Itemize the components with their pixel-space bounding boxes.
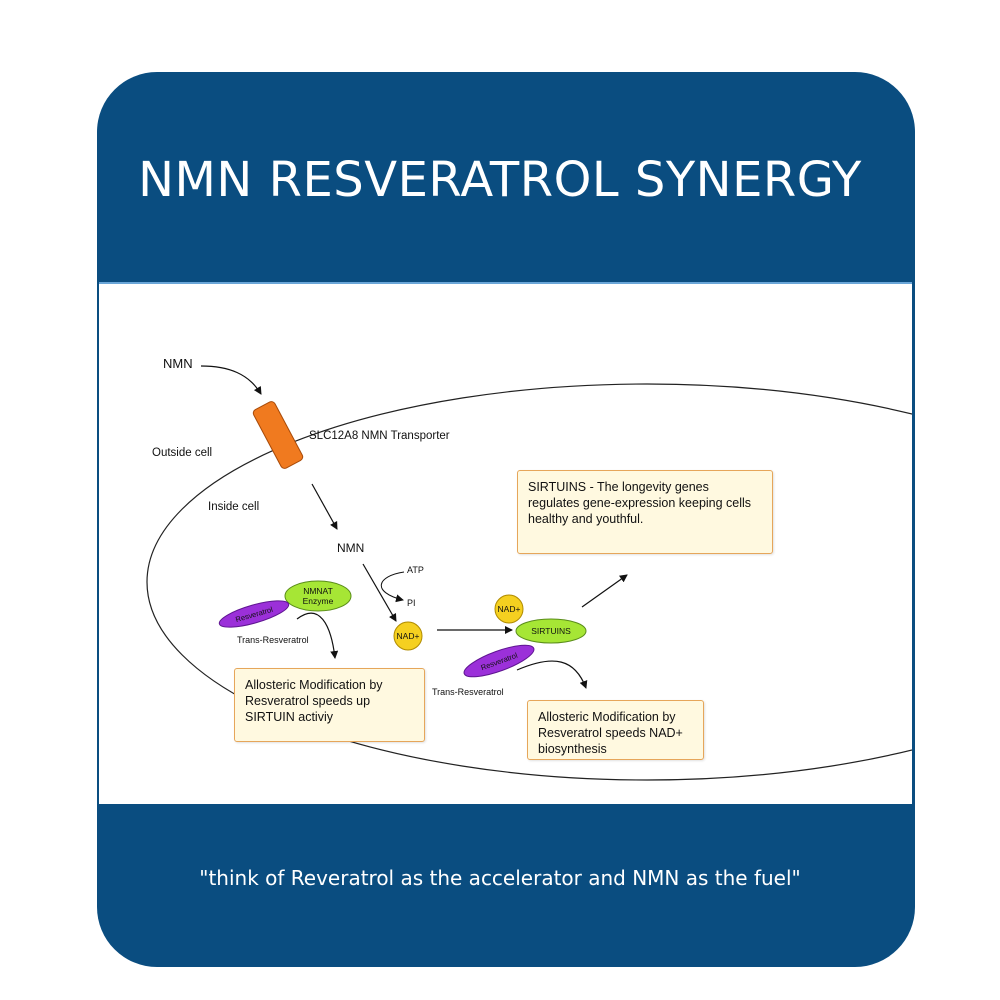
pi-label: PI xyxy=(407,598,416,608)
transporter-label: SLC12A8 NMN Transporter xyxy=(309,430,450,442)
allosteric-nad-box: Allosteric Modification by Resveratrol s… xyxy=(527,700,704,760)
allosteric-sirtuin-box: Allosteric Modification by Resveratrol s… xyxy=(234,668,425,742)
arrow-resveratrol-right xyxy=(516,660,588,689)
nmnat-enzyme xyxy=(284,580,352,612)
page-title: NMN RESVERATROL SYNERGY xyxy=(138,152,862,208)
trans-resveratrol-right: Trans-Resveratrol xyxy=(432,687,504,697)
nad-center xyxy=(393,621,423,651)
nmn-inside-label: NMN xyxy=(337,541,364,555)
nmnat-enzyme-line2: Enzyme xyxy=(303,596,334,606)
nad-top xyxy=(494,594,524,624)
pathway-diagram: NMN SLC12A8 NMN Transporter Outside cell… xyxy=(146,356,912,781)
resveratrol-right: Resveratrol xyxy=(463,644,535,678)
cell-membrane xyxy=(146,383,912,781)
resveratrol-left: Resveratrol xyxy=(218,600,290,628)
arrow-nmn-to-nad xyxy=(362,563,397,622)
nad-top-label: NAD+ xyxy=(498,604,521,614)
atp-label: ATP xyxy=(407,565,424,575)
arrow-nmn-to-transporter xyxy=(200,365,262,395)
arrow-sirtuins-to-box xyxy=(581,574,628,608)
quote-text: "think of Reveratrol as the accelerator … xyxy=(199,866,801,890)
arrow-transport-inward xyxy=(311,483,338,530)
inside-cell-label: Inside cell xyxy=(208,501,259,513)
arrow-atp-pi xyxy=(380,571,405,603)
nmn-outside-label: NMN xyxy=(163,356,193,371)
sirtuins-info-box: SIRTUINS - The longevity genes regulates… xyxy=(517,470,773,554)
nmnat-enzyme-line1: NMNAT xyxy=(303,586,333,596)
outside-cell-label: Outside cell xyxy=(152,447,212,459)
sirtuins-pill xyxy=(515,618,587,644)
sirtuins-pill-label: SIRTUINS xyxy=(531,626,571,636)
arrow-resveratrol-left xyxy=(296,612,339,659)
nad-center-label: NAD+ xyxy=(397,631,420,641)
transporter-channel xyxy=(252,401,304,469)
diagram-panel: NMN SLC12A8 NMN Transporter Outside cell… xyxy=(99,282,912,804)
trans-resveratrol-left: Trans-Resveratrol xyxy=(237,635,309,645)
